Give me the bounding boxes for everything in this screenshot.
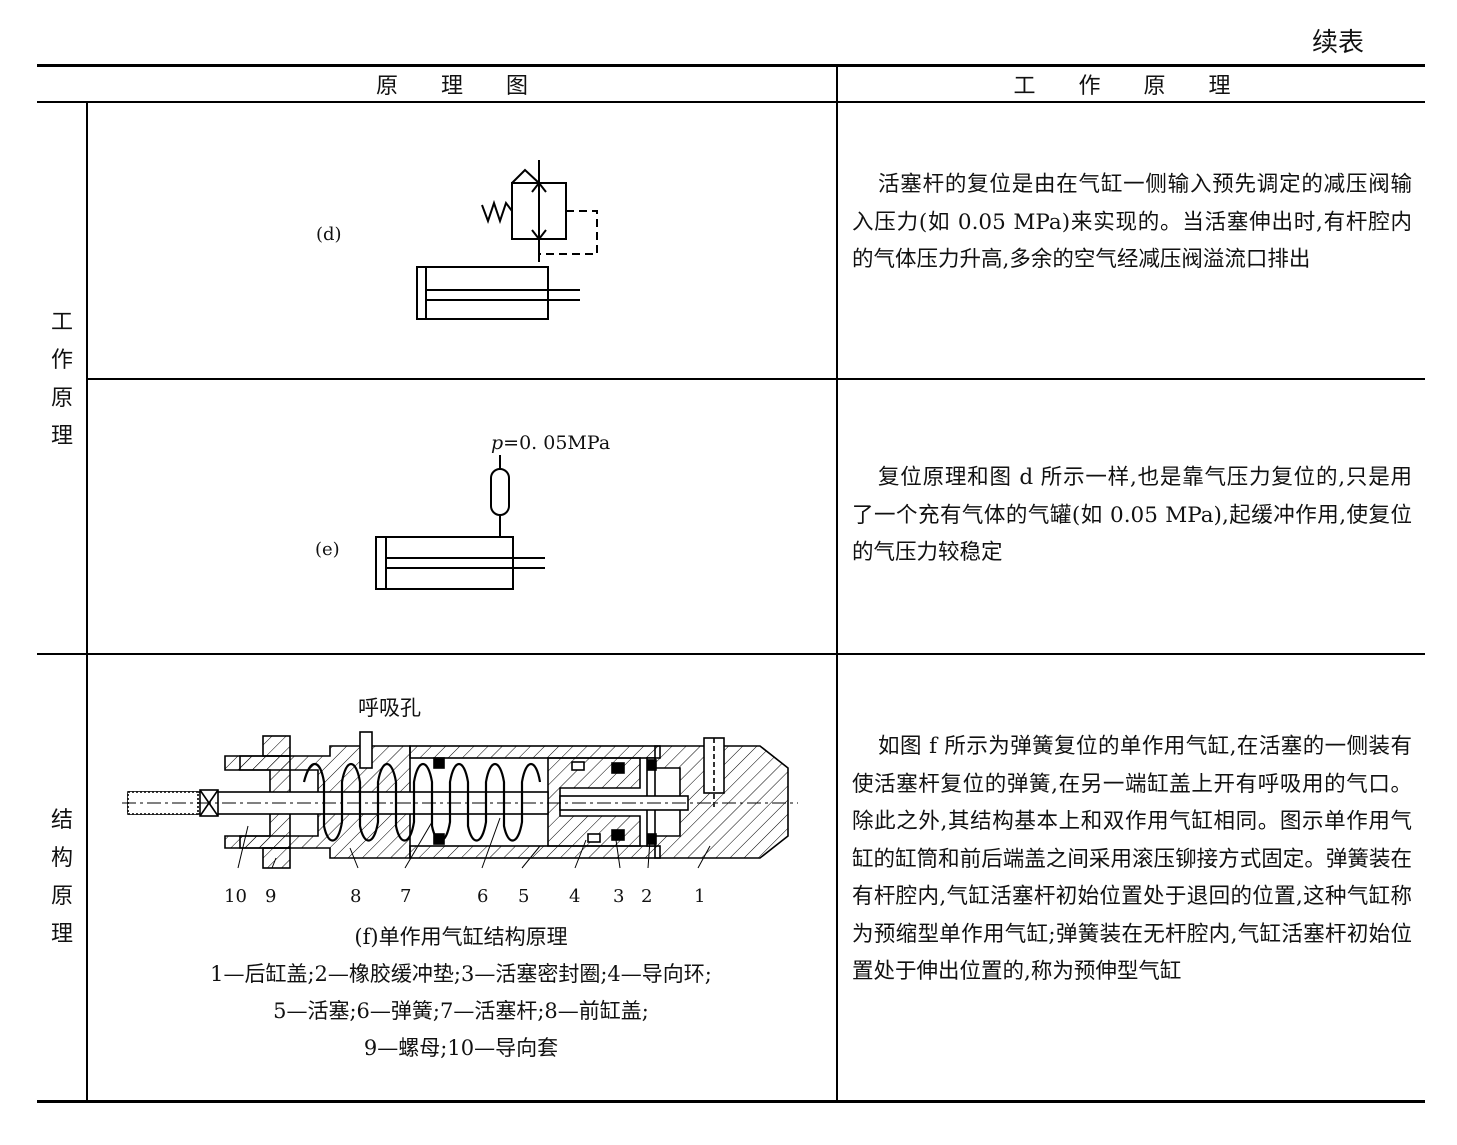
part-number: 4	[569, 886, 581, 907]
section-char: 理	[50, 424, 73, 449]
continued-table-label: 续表	[1312, 28, 1365, 58]
part-number: 10	[224, 886, 247, 907]
table-top-border	[37, 64, 1425, 67]
row-f-text: 如图 f 所示为弹簧复位的单作用气缸,在活塞的一侧装有使活塞杆复位的弹簧,在另一…	[852, 734, 1412, 984]
part-number: 5	[518, 886, 530, 907]
section-label-working: 工 作 原 理	[38, 304, 86, 456]
part-number: 1	[694, 886, 706, 907]
pressure-value: =0. 05MPa	[503, 432, 611, 454]
pressure-symbol: p	[491, 432, 504, 454]
row-d-text: 活塞杆的复位是由在气缸一侧输入预先调定的减压阀输入压力(如 0.05 MPa)来…	[852, 172, 1412, 272]
part-number: 9	[265, 886, 277, 907]
legend-line: 5—活塞;6—弹簧;7—活塞杆;8—前缸盖;	[273, 999, 649, 1023]
breathing-hole-label: 呼吸孔	[358, 696, 421, 720]
section-label-structure: 结 构 原 理	[38, 802, 86, 954]
section-char: 原	[50, 884, 73, 909]
caption-title: (f)单作用气缸结构原理	[354, 925, 568, 949]
section-divider	[37, 653, 1425, 655]
section-char: 构	[50, 846, 73, 871]
middle-column-border	[836, 66, 838, 1101]
table-bottom-border	[37, 1100, 1425, 1103]
section-char: 原	[50, 386, 73, 411]
column-header-diagram: 原 理 图	[376, 74, 546, 99]
row-e-text: 复位原理和图 d 所示一样,也是靠气压力复位的,只是用了一个充有气体的气罐(如 …	[852, 465, 1412, 565]
section-char: 工	[50, 310, 73, 335]
part-number: 8	[350, 886, 362, 907]
figure-e-label: (e)	[315, 539, 340, 560]
section-char: 结	[50, 808, 73, 833]
figure-e-diagram	[375, 455, 545, 590]
part-number: 6	[477, 886, 489, 907]
part-number-row: 10 9 8 7 6 5 4 3 2 1	[222, 886, 722, 910]
figure-d-label: (d)	[316, 224, 342, 245]
legend-line: 1—后缸盖;2—橡胶缓冲垫;3—活塞密封圈;4—导向环;	[210, 962, 712, 986]
section-char: 作	[50, 348, 73, 373]
legend-line: 9—螺母;10—导向套	[363, 1036, 559, 1060]
part-number: 2	[641, 886, 653, 907]
section-char: 理	[50, 922, 73, 947]
part-number: 7	[400, 886, 412, 907]
figure-f-cylinder-section	[122, 731, 798, 869]
part-number: 3	[613, 886, 625, 907]
row-divider-d-e	[86, 378, 1425, 380]
figure-f-caption: (f)单作用气缸结构原理 1—后缸盖;2—橡胶缓冲垫;3—活塞密封圈;4—导向环…	[86, 919, 836, 1067]
column-header-principle: 工 作 原 理	[1013, 74, 1249, 99]
pressure-label: p=0. 05MPa	[491, 432, 610, 454]
figure-d-diagram	[416, 160, 598, 320]
side-column-border	[86, 101, 88, 1101]
header-bottom-border	[37, 101, 1425, 103]
